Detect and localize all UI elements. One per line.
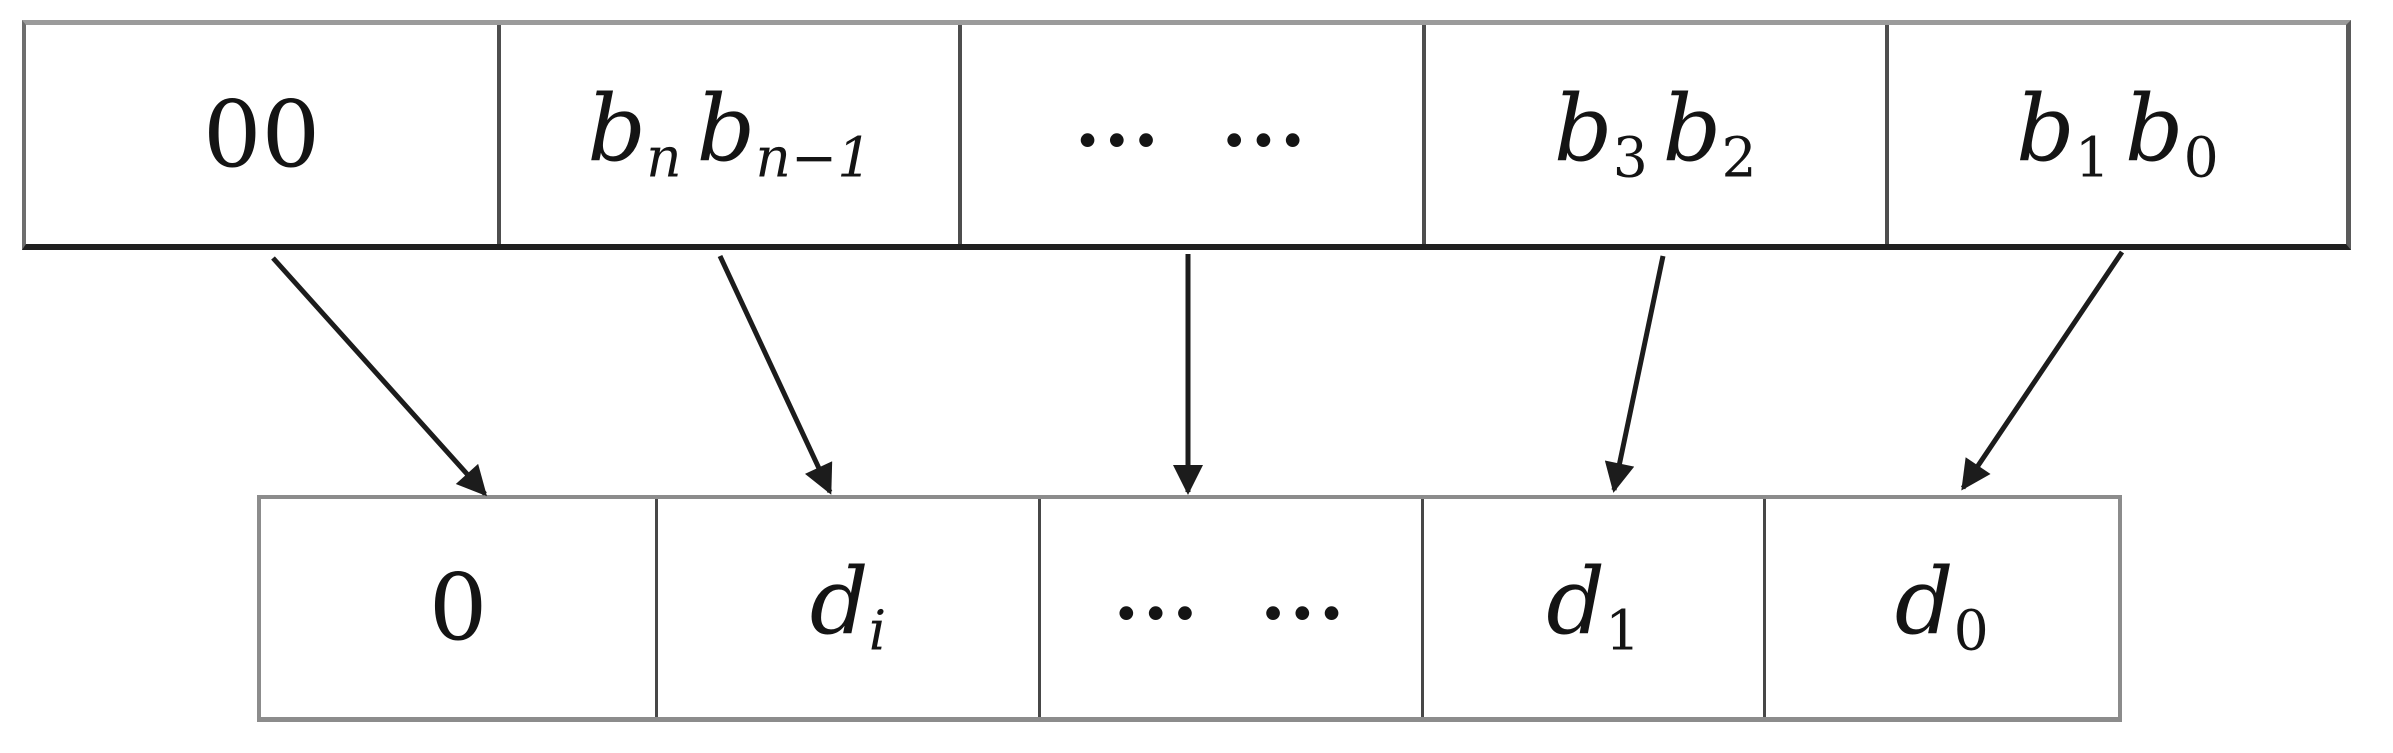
- math-term: d0: [1895, 556, 1989, 660]
- math-term: b1: [2016, 82, 2111, 191]
- top-cell-00: 00: [26, 25, 497, 244]
- bottom-cell-d1: d1: [1421, 499, 1763, 717]
- math-subscript: 3: [1612, 126, 1648, 191]
- math-term: d1: [1546, 556, 1640, 660]
- math-subscript: 1: [2074, 126, 2111, 191]
- math-base: b: [1662, 74, 1722, 182]
- math-base: 00: [203, 80, 321, 188]
- cell-label: ··· ···: [1075, 89, 1310, 181]
- math-base: ··· ···: [1074, 97, 1310, 184]
- math-subscript: 1: [1605, 599, 1641, 664]
- arrow-bnbn1-to-di: [717, 254, 833, 495]
- math-term: ··· ···: [1075, 89, 1310, 181]
- arrow-b1b0-to-d0: [1960, 250, 2125, 491]
- cell-label: di: [810, 556, 887, 660]
- bottom-cell-d0: d0: [1762, 499, 2118, 717]
- math-base: b: [2124, 74, 2184, 182]
- top-cell-ellipsis: ··· ···: [958, 25, 1421, 244]
- math-base: d: [1894, 548, 1954, 656]
- math-base: b: [587, 74, 647, 182]
- math-subscript: i: [868, 599, 887, 664]
- cell-label: d0: [1895, 556, 1989, 660]
- math-base: 0: [428, 554, 488, 661]
- math-term: 00: [203, 88, 320, 181]
- math-subscript: n: [646, 126, 682, 191]
- bottom-cell-0: 0: [261, 499, 655, 717]
- bottom-cell-ellipsis: ··· ···: [1037, 499, 1421, 717]
- math-base: d: [1546, 548, 1606, 656]
- math-subscript: 0: [2183, 126, 2219, 191]
- math-base: b: [696, 74, 756, 182]
- math-subscript: n−1: [755, 126, 873, 191]
- arrow-00-to-0: [271, 256, 488, 497]
- math-subscript: 0: [1953, 599, 1989, 664]
- math-base: b: [2016, 74, 2075, 182]
- cell-label: 0: [429, 562, 488, 654]
- math-base: b: [1553, 74, 1613, 182]
- arrow-b3b2-to-d1: [1604, 255, 1666, 493]
- cell-label: ··· ···: [1114, 562, 1349, 654]
- math-term: 0: [429, 562, 488, 654]
- math-term: b0: [2125, 82, 2219, 191]
- math-base: d: [809, 548, 869, 656]
- math-term: b2: [1663, 82, 1757, 191]
- math-term: b3: [1554, 82, 1648, 191]
- math-base: ··· ···: [1113, 571, 1349, 657]
- bottom-cell-di: di: [655, 499, 1037, 717]
- math-term: ··· ···: [1114, 562, 1349, 654]
- math-term: di: [810, 556, 887, 660]
- math-term: bn: [587, 82, 682, 191]
- cell-label: d1: [1546, 556, 1640, 660]
- cell-label: 00: [203, 88, 320, 181]
- math-term: bn−1: [696, 82, 873, 191]
- math-subscript: 2: [1721, 126, 1757, 191]
